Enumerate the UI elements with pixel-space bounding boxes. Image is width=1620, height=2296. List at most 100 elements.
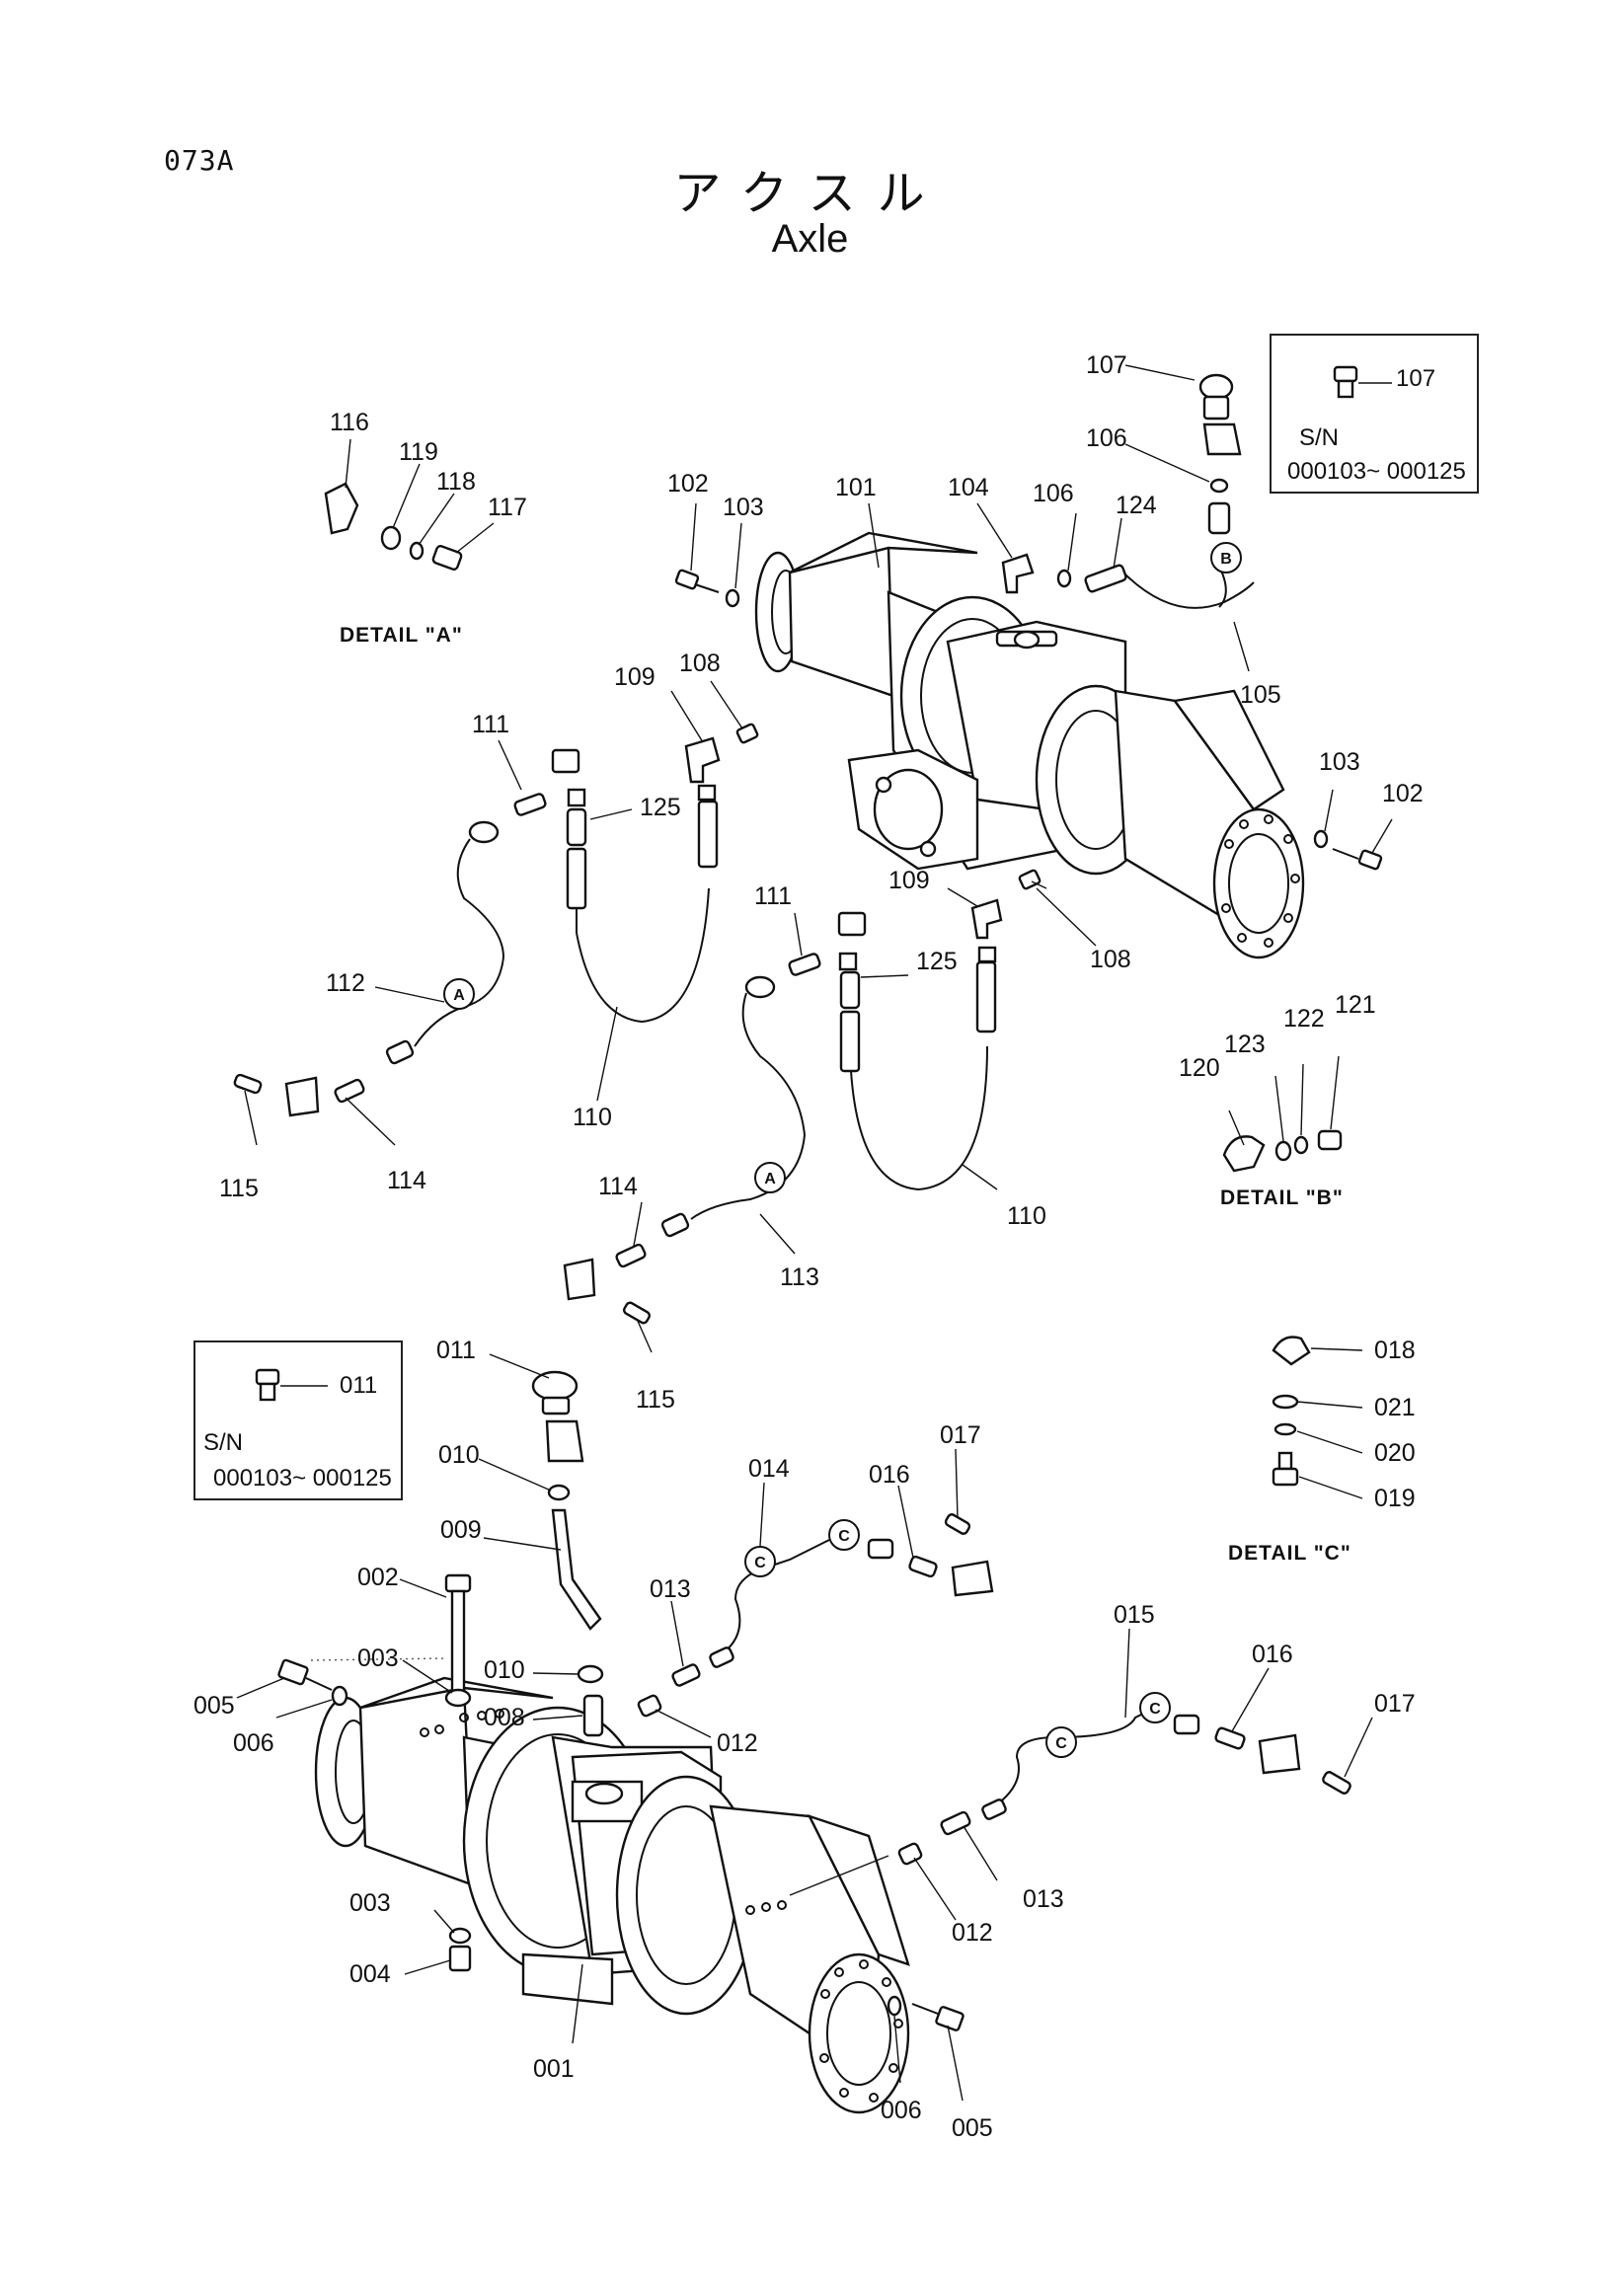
callout-115-b: 115 [636, 1386, 675, 1414]
connector-b-label: B [1220, 551, 1232, 568]
callout-109-a: 109 [614, 663, 656, 691]
callout-118: 118 [436, 468, 476, 496]
callout-113: 113 [780, 1263, 819, 1291]
connector-a-1 [443, 978, 475, 1010]
page-code: 073A [164, 144, 235, 177]
connector-marks: A A B C C C C [443, 542, 1242, 1758]
callout-020: 020 [1374, 1439, 1416, 1467]
callout-116: 116 [330, 409, 369, 436]
callout-004: 004 [349, 1960, 391, 1988]
callout-labels: 107 106 124 106 104 101 103 102 105 116 … [193, 351, 1424, 2142]
callout-006-a: 006 [233, 1729, 274, 1757]
sn-box-107 [1270, 334, 1479, 494]
connector-c-2 [828, 1519, 860, 1551]
callout-017-a: 017 [940, 1421, 981, 1449]
callout-124: 124 [1116, 492, 1157, 519]
callout-119: 119 [399, 438, 438, 466]
callout-114-a: 114 [387, 1167, 426, 1194]
leader-lines [236, 364, 1393, 2102]
connector-c-3 [1045, 1726, 1077, 1758]
callout-117: 117 [488, 494, 527, 521]
upper-axle-housing [754, 531, 1305, 959]
callout-109-b: 109 [888, 867, 930, 894]
callout-017-b: 017 [1374, 1690, 1416, 1718]
callout-112: 112 [326, 969, 365, 997]
callout-009: 009 [440, 1516, 482, 1544]
callout-115-a: 115 [219, 1175, 259, 1202]
callout-110-b: 110 [1007, 1202, 1046, 1230]
lower-tube-holes [420, 1709, 787, 1915]
callout-012-a: 012 [717, 1729, 758, 1757]
title-english: Axle [771, 217, 849, 261]
connector-a-2 [754, 1162, 786, 1193]
callout-110-a: 110 [573, 1104, 612, 1131]
callout-005-a: 005 [193, 1692, 235, 1720]
sn-box-011-label: S/N [203, 1429, 244, 1456]
callout-123: 123 [1224, 1031, 1266, 1058]
callout-114-b: 114 [598, 1173, 638, 1200]
connector-c-4-label: C [1149, 1701, 1161, 1718]
connector-a-2-label: A [764, 1171, 776, 1187]
sn-box-107-label: S/N [1299, 424, 1340, 451]
callout-003-a: 003 [357, 1645, 399, 1672]
callout-104: 104 [948, 474, 989, 501]
sn-box-107-bolt [1333, 365, 1392, 399]
callout-125-a: 125 [640, 794, 681, 821]
callout-108-a: 108 [679, 650, 721, 677]
callout-019: 019 [1374, 1485, 1416, 1512]
callout-010-b: 010 [484, 1656, 525, 1684]
callout-106-a: 106 [1086, 424, 1127, 452]
detail-c-parts [1272, 1336, 1311, 1487]
connector-c-2-label: C [838, 1528, 850, 1545]
callout-108-b: 108 [1090, 946, 1131, 973]
callout-101: 101 [835, 474, 877, 501]
callout-013-a: 013 [650, 1575, 691, 1603]
callout-106-b: 106 [1033, 480, 1074, 507]
detail-a-caption: DETAIL "A" [340, 624, 463, 647]
brake-hoses [233, 748, 997, 1325]
callout-125-b: 125 [916, 948, 958, 975]
detail-b-caption: DETAIL "B" [1220, 1186, 1344, 1209]
callout-012-b: 012 [952, 1919, 993, 1947]
callout-016-a: 016 [869, 1461, 910, 1489]
callout-001: 001 [533, 2055, 575, 2083]
connector-c-3-label: C [1055, 1735, 1067, 1752]
callout-008: 008 [484, 1704, 525, 1731]
sn-box-107-part: 107 [1396, 365, 1436, 392]
sn-box-107-range: 000103~ 000125 [1287, 458, 1466, 485]
callout-105: 105 [1240, 681, 1281, 709]
lower-axle-fittings [277, 1370, 1351, 2031]
detail-c-caption: DETAIL "C" [1228, 1542, 1351, 1565]
callout-102-a: 102 [667, 470, 709, 497]
callout-122: 122 [1283, 1005, 1325, 1033]
callout-102-b: 102 [1382, 780, 1424, 807]
sn-box-011-range: 000103~ 000125 [213, 1465, 392, 1492]
callout-111-a: 111 [472, 711, 509, 738]
callout-111-b: 111 [754, 882, 792, 910]
callout-018: 018 [1374, 1337, 1416, 1364]
upper-right-flange-bolts [1221, 814, 1300, 948]
detail-a-parts [324, 482, 463, 571]
callout-103-b: 103 [1319, 748, 1360, 776]
callout-003-b: 003 [349, 1889, 391, 1917]
callout-103-a: 103 [723, 494, 764, 521]
callout-006-b: 006 [881, 2097, 922, 2124]
callout-002: 002 [357, 1564, 399, 1591]
callout-021: 021 [1374, 1394, 1416, 1421]
callout-011: 011 [436, 1337, 476, 1364]
callout-010-a: 010 [438, 1441, 480, 1469]
connector-c-4 [1139, 1692, 1171, 1723]
callout-015: 015 [1114, 1601, 1155, 1629]
callout-107-a: 107 [1086, 351, 1127, 379]
callout-014: 014 [748, 1455, 790, 1483]
lower-right-flange-bolts [819, 1959, 903, 2103]
title-japanese: アクスル [673, 166, 947, 221]
detail-b-parts [1222, 1129, 1343, 1173]
lower-axle-housing [314, 1676, 910, 2114]
upper-axle-fittings [674, 373, 1383, 940]
sn-box-011-bolt [255, 1368, 328, 1402]
connector-c-1-label: C [754, 1555, 766, 1571]
sn-box-011 [193, 1340, 403, 1500]
